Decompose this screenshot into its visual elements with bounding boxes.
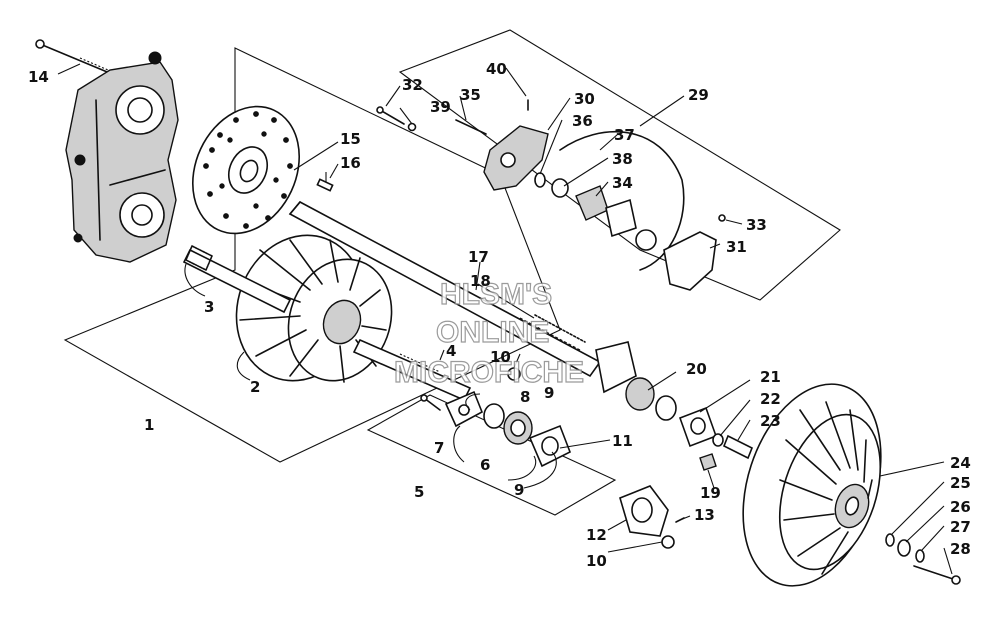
flange-part-11	[528, 424, 572, 468]
callout-27: 27	[950, 518, 971, 536]
frame-bearing-group-5	[366, 394, 617, 516]
callout-15: 15	[340, 130, 361, 148]
callout-3: 3	[204, 298, 214, 316]
callout-21: 21	[760, 368, 781, 386]
callout-38: 38	[612, 150, 633, 168]
callout-9-upper: 9	[544, 384, 554, 402]
callout-19: 19	[700, 484, 721, 502]
callout-34: 34	[612, 174, 633, 192]
jackshaft-part-17	[288, 200, 602, 378]
callout-30: 30	[574, 90, 595, 108]
watermark: HLSM'S ONLINE MICROFICHE	[393, 277, 584, 389]
washer-part-22	[712, 433, 724, 447]
spacer-part-23	[722, 434, 754, 460]
callout-4: 4	[446, 342, 456, 360]
callout-7: 7	[434, 439, 444, 457]
callout-labels: 1 2 3 4 5 6 7 8 9 9 10 10 11 12 13 14 15…	[28, 60, 971, 570]
bearing-set-part-20	[595, 341, 677, 421]
washer-part-26	[897, 539, 911, 557]
bolt-part-19	[699, 453, 717, 471]
callout-14: 14	[28, 68, 49, 86]
callout-39: 39	[430, 98, 451, 116]
callout-10-upper: 10	[490, 348, 511, 366]
group-frames	[63, 29, 841, 516]
flange-part-21	[678, 406, 718, 448]
callout-5: 5	[414, 483, 424, 501]
callout-10-lower: 10	[586, 552, 607, 570]
chaincase-housing	[65, 51, 179, 263]
washer-part-25	[885, 533, 895, 547]
callout-36: 36	[572, 112, 593, 130]
seal-part-38	[551, 178, 569, 198]
callout-22: 22	[760, 390, 781, 408]
callout-17: 17	[468, 248, 489, 266]
callout-29: 29	[688, 86, 709, 104]
callout-40: 40	[486, 60, 507, 78]
shaft-spline-part-18	[534, 314, 586, 343]
callout-33: 33	[746, 216, 767, 234]
callout-35: 35	[460, 86, 481, 104]
callout-32: 32	[402, 76, 423, 94]
key-part-16	[316, 172, 334, 192]
washer-part-27	[915, 549, 925, 563]
leader-lines	[57, 63, 953, 575]
callout-16: 16	[340, 154, 361, 172]
caliper-half-part-31	[663, 231, 717, 291]
bolt-part-14	[35, 39, 113, 75]
bolt-part-28	[913, 565, 961, 585]
callout-24: 24	[950, 454, 971, 472]
callout-20: 20	[686, 360, 707, 378]
bearing-part-8	[483, 403, 533, 445]
drive-clutch-part-2	[235, 234, 393, 383]
watermark-line-1: HLSM'S	[440, 278, 552, 311]
callout-23: 23	[760, 412, 781, 430]
watermark-line-2: ONLINE	[436, 316, 549, 349]
bolt-part-7	[420, 394, 441, 411]
callout-1: 1	[144, 416, 154, 434]
bearing-cap-part-12	[619, 485, 669, 537]
flange-part-6	[444, 390, 484, 428]
callout-13: 13	[694, 506, 715, 524]
callout-12: 12	[586, 526, 607, 544]
pin-part-35	[455, 119, 487, 135]
driven-clutch-part-24	[742, 383, 882, 587]
brake-disc-part-15	[191, 105, 301, 235]
brake-pad-part-34	[575, 185, 637, 238]
callout-26: 26	[950, 498, 971, 516]
clip-part-33	[718, 214, 726, 222]
callout-8: 8	[520, 388, 530, 406]
seal-part-36	[534, 172, 546, 188]
bolt-part-32	[376, 106, 405, 125]
nut-part-10-lower	[661, 535, 675, 549]
callout-18: 18	[470, 272, 491, 290]
washer-part-39	[407, 122, 417, 132]
callout-25: 25	[950, 474, 971, 492]
caliper-part-30	[483, 125, 549, 191]
callout-9-lower: 9	[514, 481, 524, 499]
frame-brake-assembly-29	[398, 29, 841, 301]
watermark-line-3: MICROFICHE	[394, 356, 584, 389]
callout-28: 28	[950, 540, 971, 558]
callout-11: 11	[612, 432, 633, 450]
callout-31: 31	[726, 238, 747, 256]
callout-37: 37	[614, 126, 635, 144]
callout-6: 6	[480, 456, 490, 474]
callout-2: 2	[250, 378, 260, 396]
crankshaft-part-3	[182, 245, 292, 314]
